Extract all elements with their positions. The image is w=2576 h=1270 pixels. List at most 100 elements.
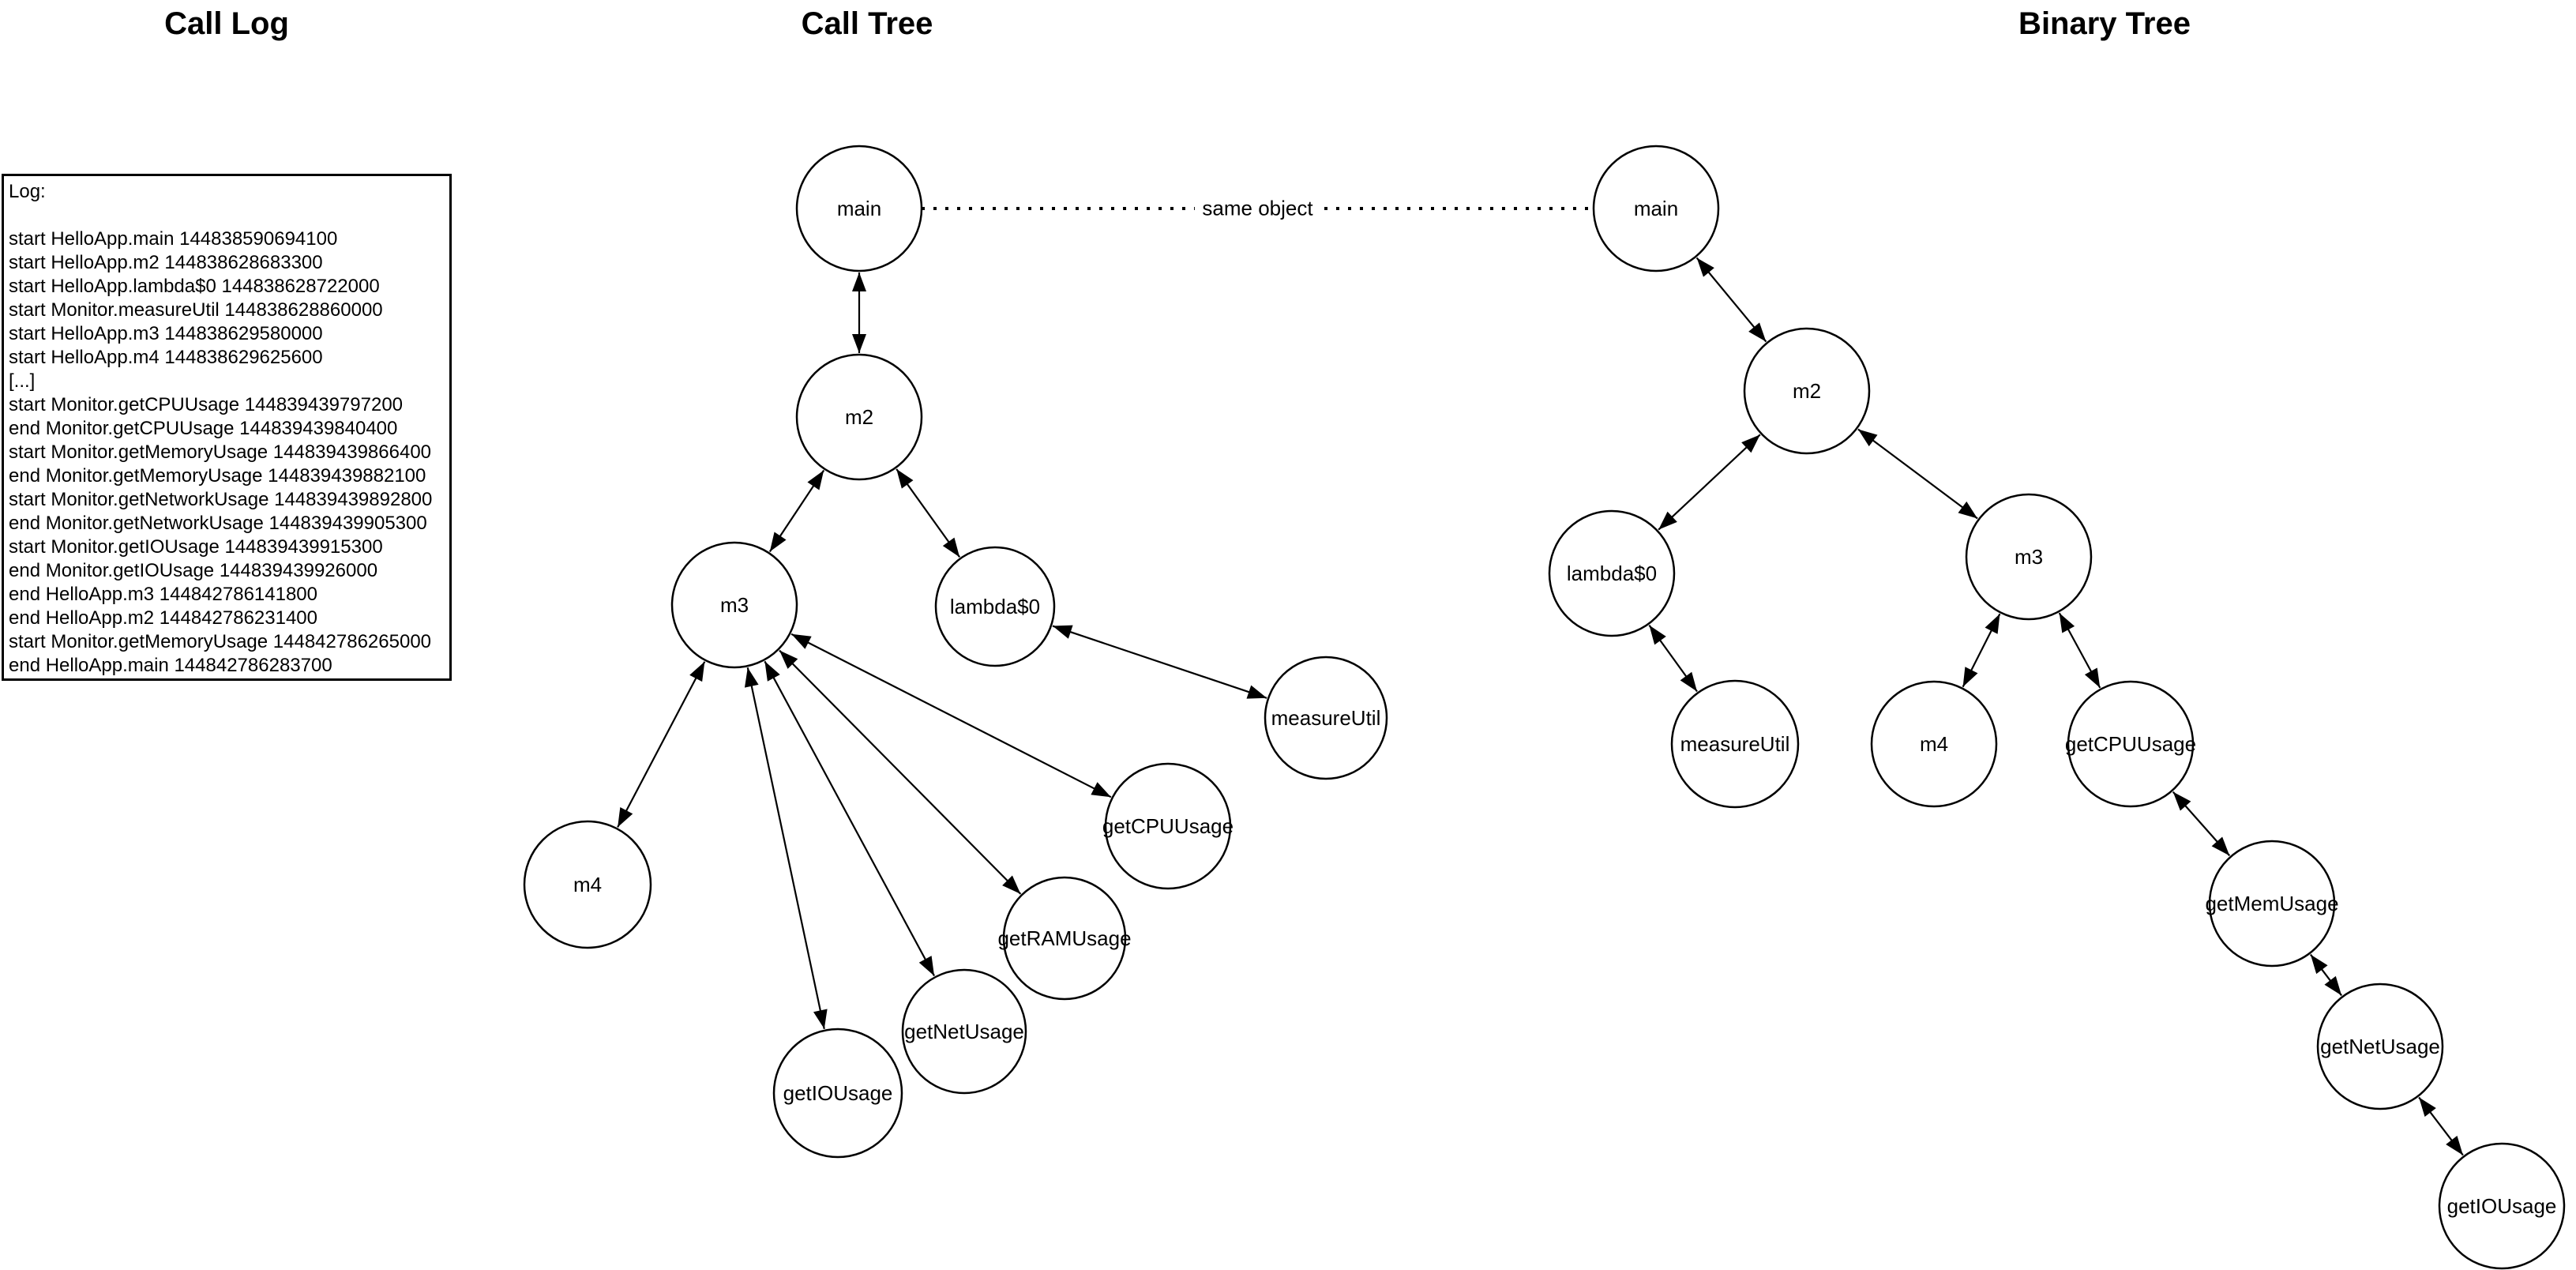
call-tree-node-lambda0: lambda$0 [934,546,1056,667]
binary-tree-node-m3: m3 [1965,493,2093,621]
binary-tree-node-getCPUUsage: getCPUUsage [2065,680,2196,808]
binary-tree-node-label: lambda$0 [1567,562,1657,585]
binary-tree-node-circle [1870,680,1998,808]
call-tree-node-circle [1002,876,1127,1001]
binary-tree-node-lambda0: lambda$0 [1548,509,1676,637]
binary-tree-edge-m2-lambda0 [1658,434,1761,531]
call-tree-node-m4: m4 [523,820,652,949]
binary-tree-node-label: m2 [1793,379,1821,403]
call-tree-node-circle [772,1028,903,1159]
binary-tree-node-getIOUsage: getIOUsage [2438,1142,2566,1270]
binary-tree-node-label: getCPUUsage [2065,732,2196,756]
log-line: start HelloApp.lambda$0 144838628722000 [9,276,380,297]
binary-tree-node-label: main [1634,197,1678,220]
call-tree-node-m2: m2 [795,353,923,481]
call-tree-node-circle [1264,656,1388,780]
call-tree-edge-lambda0-measureUtil [1052,625,1267,699]
log-line: end Monitor.getIOUsage 144839439926000 [9,560,378,581]
call-tree-node-label: m4 [573,873,602,896]
binary-tree-edge-lambda0-measureUtil [1648,625,1698,693]
binary-tree-title: Binary Tree [2018,6,2191,41]
binary-tree-node-m2: m2 [1743,327,1871,455]
log-heading: Log: [9,181,46,202]
log-line: start Monitor.measureUtil 14483862886000… [9,299,383,321]
same-object-label: same object [1194,196,1321,221]
log-line: [...] [9,370,36,392]
binary-tree-node-circle [1592,145,1720,272]
log-line: end Monitor.getNetworkUsage 144839439905… [9,513,427,534]
log-line: start Monitor.getCPUUsage 14483943979720… [9,394,404,415]
log-line: start HelloApp.m4 144838629625600 [9,347,323,368]
call-tree-title: Call Tree [801,6,933,41]
binary-tree-node-circle [2438,1142,2566,1270]
call-tree-node-measureUtil: measureUtil [1264,656,1388,780]
call-tree-node-label: measureUtil [1271,706,1381,730]
log-line: start HelloApp.m3 144838629580000 [9,323,323,344]
call-tree-edge-m2-m3 [768,469,825,553]
call-tree-node-label: getRAMUsage [997,926,1131,950]
binary-tree-node-getMemUsage: getMemUsage [2205,840,2339,968]
binary-tree-node-circle [2316,983,2444,1110]
call-tree-node-getIOUsage: getIOUsage [772,1028,903,1159]
binary-tree-node-circle [2067,680,2195,808]
call-log-box: Log: start HelloApp.main 144838590694100… [2,174,452,681]
call-tree-edge-m2-lambda0 [896,468,961,558]
call-tree-node-label: m3 [720,593,749,617]
binary-tree-node-circle [1743,327,1871,455]
binary-tree-node-measureUtil: measureUtil [1670,679,1800,809]
binary-tree-edge-getNetUsage-getIOUsage [2418,1096,2464,1156]
binary-tree-node-circle [1548,509,1676,637]
call-tree-node-m3: m3 [670,541,798,669]
binary-tree-node-label: measureUtil [1680,732,1790,756]
log-line: start HelloApp.main 144838590694100 [9,228,338,250]
call-tree-node-circle [934,546,1056,667]
binary-tree-node-main: main [1592,145,1720,272]
call-tree-edge-m3-getIOUsage [744,667,828,1030]
binary-tree-node-circle [1965,493,2093,621]
log-line: end HelloApp.m2 144842786231400 [9,607,317,629]
binary-tree-edge-m2-m3 [1857,428,1978,520]
log-line: start Monitor.getMemoryUsage 14484278626… [9,631,432,652]
binary-tree-node-label: getIOUsage [2447,1194,2557,1218]
call-tree-node-circle [901,968,1027,1095]
binary-tree-edge-m3-getCPUUsage [2058,612,2101,689]
binary-tree-node-label: getMemUsage [2205,892,2338,915]
binary-tree-node-m4: m4 [1870,680,1998,808]
call-tree-node-label: getIOUsage [783,1081,893,1105]
call-tree-edge-m3-m4 [617,661,706,828]
log-line: start HelloApp.m2 144838628683300 [9,252,323,273]
call-tree-node-main: main [795,145,923,272]
call-tree-node-label: getNetUsage [904,1020,1024,1043]
binary-tree-edge-m3-m4 [1962,613,2001,688]
call-log-title: Call Log [164,6,289,41]
binary-tree-edge-getCPUUsage-getMemUsage [2172,791,2231,857]
call-tree-node-label: lambda$0 [950,595,1040,618]
binary-tree-edge-main-m2 [1695,257,1767,343]
binary-tree-node-circle [2208,840,2336,968]
call-tree-node-getCPUUsage: getCPUUsage [1102,762,1234,890]
log-line: end HelloApp.main 144842786283700 [9,655,332,676]
binary-tree-edge-getMemUsage-getNetUsage [2310,953,2342,997]
binary-tree-node-label: m3 [2015,545,2043,569]
call-tree-node-label: main [837,197,881,220]
call-tree-node-circle [795,145,923,272]
log-line: start Monitor.getNetworkUsage 1448394398… [9,489,433,510]
binary-tree-node-circle [1670,679,1800,809]
call-tree-edge-m3-getNetUsage [764,660,936,977]
call-tree-node-circle [795,353,923,481]
call-tree-node-getNetUsage: getNetUsage [901,968,1027,1095]
call-tree-node-circle [670,541,798,669]
call-tree-node-label: m2 [845,405,873,429]
binary-tree-node-label: m4 [1920,732,1948,756]
log-line: end HelloApp.m3 144842786141800 [9,584,317,605]
call-tree-node-getRAMUsage: getRAMUsage [997,876,1132,1001]
binary-tree-node-label: getNetUsage [2320,1035,2440,1058]
call-tree-node-circle [1104,762,1232,890]
call-tree-edge-m3-getRAMUsage [779,649,1022,895]
log-line: end Monitor.getMemoryUsage 1448394398821… [9,465,426,487]
call-tree-node-label: getCPUUsage [1102,814,1234,838]
call-tree-node-circle [523,820,652,949]
